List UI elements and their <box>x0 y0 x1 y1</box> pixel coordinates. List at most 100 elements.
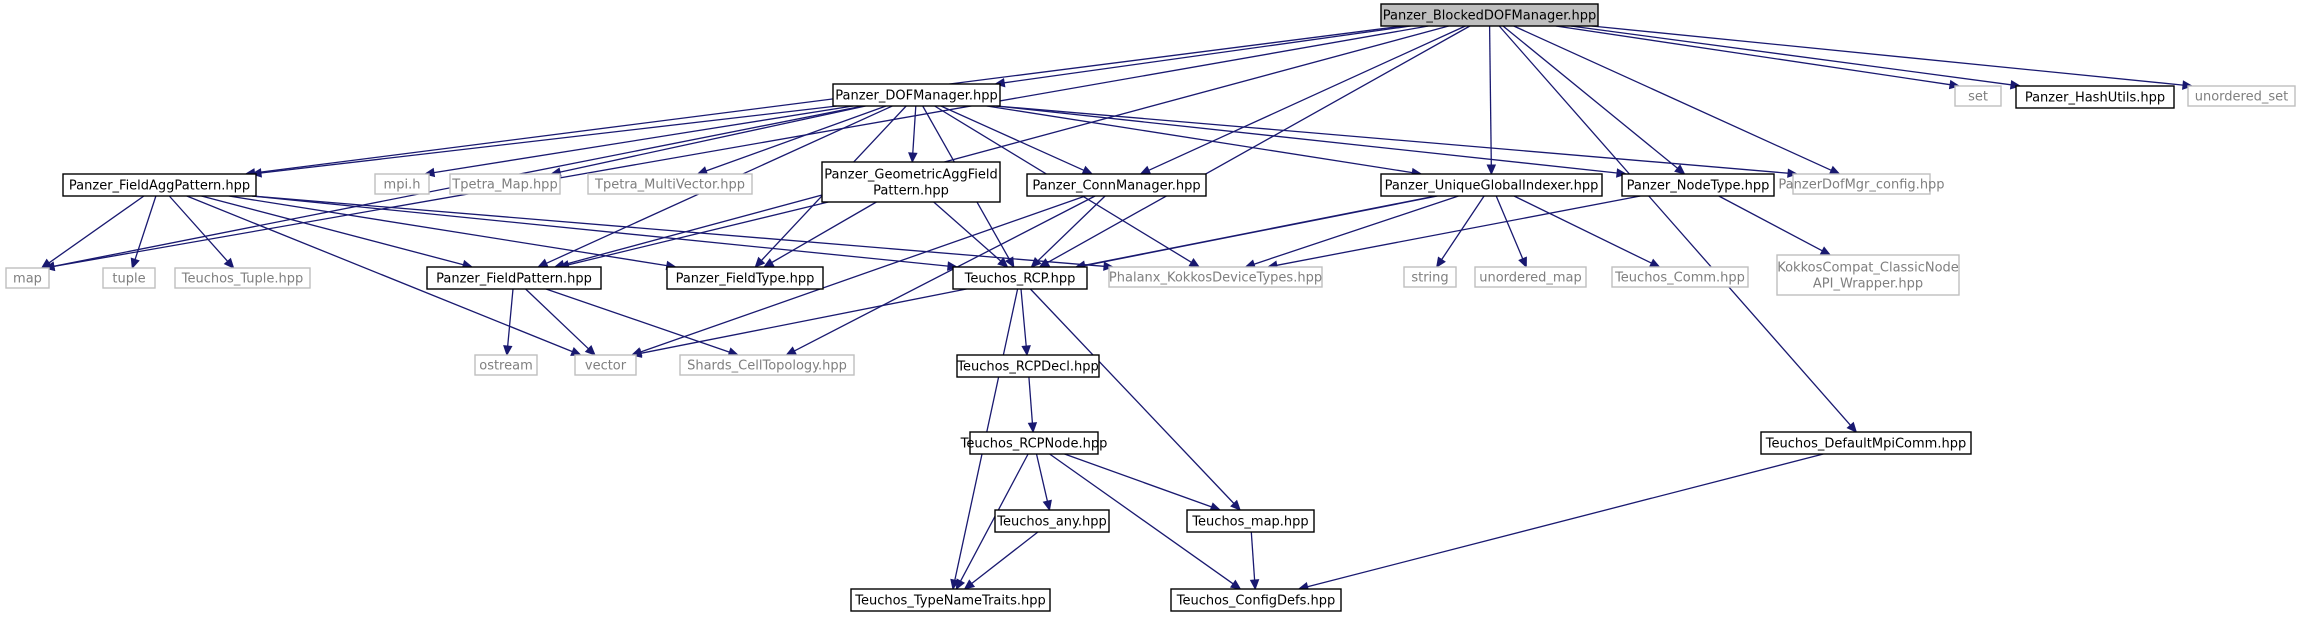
node-label: Panzer_NodeType.hpp <box>1627 179 1770 194</box>
edge-rcp-to-teuchos_mapfile <box>1029 288 1241 511</box>
node-box <box>832 83 1001 107</box>
node-box <box>1760 431 1972 455</box>
node-box <box>574 354 637 376</box>
edge-rcpnode-to-configdefs <box>1049 453 1242 590</box>
node-box <box>2015 85 2175 109</box>
edge-uniqueglobal-to-string <box>1436 195 1485 269</box>
node-dofmgr[interactable]: Panzer_DOFManager.hpp <box>832 83 1001 107</box>
node-fieldpattern[interactable]: Panzer_FieldPattern.hpp <box>426 266 602 290</box>
node-box <box>1792 173 1931 195</box>
node-label: Teuchos_Comm.hpp <box>1614 271 1745 286</box>
node-label: Teuchos_RCPNode.hpp <box>960 437 1108 452</box>
node-tuple: tuple <box>102 267 156 289</box>
node-map: map <box>5 267 50 289</box>
node-box <box>969 431 1099 455</box>
node-uniqueglobal[interactable]: Panzer_UniqueGlobalIndexer.hpp <box>1380 173 1603 197</box>
edge-blockeddofmgr-to-rcp <box>1038 25 1471 268</box>
node-box <box>666 266 824 290</box>
edge-geomagg-to-rcp <box>933 201 1009 268</box>
node-label: Teuchos_DefaultMpiComm.hpp <box>1765 437 1966 452</box>
edge-uniqueglobal-to-unordered_map <box>1495 195 1527 269</box>
edge-teuchos_any-to-typenametraits <box>963 531 1039 590</box>
node-configdefs[interactable]: Teuchos_ConfigDefs.hpp <box>1170 588 1342 612</box>
edge-defaultmpicomm-to-configdefs <box>1297 453 1824 592</box>
node-blockeddofmgr[interactable]: Panzer_BlockedDOFManager.hpp <box>1380 3 1599 27</box>
node-ostream: ostream <box>474 354 538 376</box>
node-label: Tpetra_Map.hpp <box>451 178 557 193</box>
node-box <box>5 267 50 289</box>
node-box <box>1380 3 1599 27</box>
edge-fieldaggpattern-to-fieldpattern <box>201 195 474 270</box>
node-connmgr[interactable]: Panzer_ConnManager.hpp <box>1026 173 1207 197</box>
node-teuchos_tuple: Teuchos_Tuple.hpp <box>174 267 311 289</box>
node-label: Teuchos_map.hpp <box>1191 515 1308 530</box>
node-rcpnode[interactable]: Teuchos_RCPNode.hpp <box>960 431 1108 455</box>
nodes-layer: Panzer_BlockedDOFManager.hppPanzer_DOFMa… <box>5 3 2296 612</box>
node-label: ostream <box>479 359 533 374</box>
node-teuchos_comm: Teuchos_Comm.hpp <box>1611 266 1749 288</box>
node-dofmgrconfig: PanzerDofMgr_config.hpp <box>1778 173 1945 195</box>
edge-fieldaggpattern-to-vector <box>186 195 582 356</box>
edge-geomagg-to-fieldpattern <box>558 201 829 270</box>
node-teuchos_mapfile[interactable]: Teuchos_map.hpp <box>1186 509 1315 533</box>
node-label: Teuchos_RCPDecl.hpp <box>956 360 1099 375</box>
edge-rcpnode-to-teuchos_any <box>1035 453 1052 512</box>
node-label: string <box>1411 271 1448 286</box>
node-label: Panzer_FieldAggPattern.hpp <box>69 179 250 194</box>
node-label: map <box>13 272 42 287</box>
node-label: KokkosCompat_ClassicNode <box>1777 261 1959 276</box>
node-teuchos_any[interactable]: Teuchos_any.hpp <box>994 509 1110 533</box>
node-rcp[interactable]: Teuchos_RCP.hpp <box>952 266 1088 290</box>
node-label: Teuchos_any.hpp <box>996 515 1107 530</box>
node-box <box>2187 85 2296 107</box>
node-label: Tpetra_MultiVector.hpp <box>594 178 745 193</box>
edge-teuchos_mapfile-to-configdefs <box>1249 531 1260 591</box>
edge-blockeddofmgr-to-defaultmpicomm <box>1498 25 1858 433</box>
node-hashutils[interactable]: Panzer_HashUtils.hpp <box>2015 85 2175 109</box>
node-box <box>1380 173 1603 197</box>
node-box <box>426 266 602 290</box>
node-fieldtype[interactable]: Panzer_FieldType.hpp <box>666 266 824 290</box>
node-rcpdecl[interactable]: Teuchos_RCPDecl.hpp <box>956 354 1100 378</box>
edge-nodetype-to-phalanx <box>1266 195 1641 270</box>
node-box <box>374 173 430 195</box>
node-box <box>1954 85 2002 107</box>
node-label: Panzer_FieldPattern.hpp <box>436 272 592 287</box>
node-label: set <box>1968 90 1988 105</box>
node-label: vector <box>585 359 627 374</box>
node-box <box>449 173 561 195</box>
edge-rcp-to-rcpdecl <box>1020 288 1031 357</box>
node-set: set <box>1954 85 2002 107</box>
node-box <box>1611 266 1749 288</box>
edge-dofmgr-to-dofmgrconfig <box>995 105 1799 178</box>
node-label: unordered_map <box>1479 271 1582 286</box>
edge-uniqueglobal-to-phalanx <box>1244 195 1459 269</box>
node-box <box>679 354 855 376</box>
node-label: Panzer_FieldType.hpp <box>676 272 815 287</box>
node-box <box>1026 173 1207 197</box>
node-fieldaggpattern[interactable]: Panzer_FieldAggPattern.hpp <box>62 173 257 197</box>
node-typenametraits[interactable]: Teuchos_TypeNameTraits.hpp <box>850 588 1051 612</box>
edge-dofmgr-to-uniqueglobal <box>986 105 1423 178</box>
node-box <box>952 266 1088 290</box>
node-string: string <box>1403 266 1457 288</box>
node-box <box>821 161 1001 203</box>
node-defaultmpicomm[interactable]: Teuchos_DefaultMpiComm.hpp <box>1760 431 1972 455</box>
node-box <box>1186 509 1315 533</box>
edge-fieldpattern-to-shards <box>545 288 740 357</box>
node-tpetra_map: Tpetra_Map.hpp <box>449 173 561 195</box>
node-tpetra_mv: Tpetra_MultiVector.hpp <box>587 173 753 195</box>
node-label: Pattern.hpp <box>873 184 949 199</box>
node-nodetype[interactable]: Panzer_NodeType.hpp <box>1621 173 1775 197</box>
node-shards: Shards_CellTopology.hpp <box>679 354 855 376</box>
node-box <box>850 588 1051 612</box>
edge-dofmgr-to-geomagg <box>908 105 918 164</box>
edge-fieldaggpattern-to-fieldtype <box>228 195 677 271</box>
node-label: Panzer_ConnManager.hpp <box>1032 179 1200 194</box>
node-box <box>1776 254 1960 296</box>
node-label: Teuchos_ConfigDefs.hpp <box>1176 594 1336 609</box>
edge-blockeddofmgr-to-dofmgrconfig <box>1513 25 1841 175</box>
node-label: Shards_CellTopology.hpp <box>687 359 847 374</box>
